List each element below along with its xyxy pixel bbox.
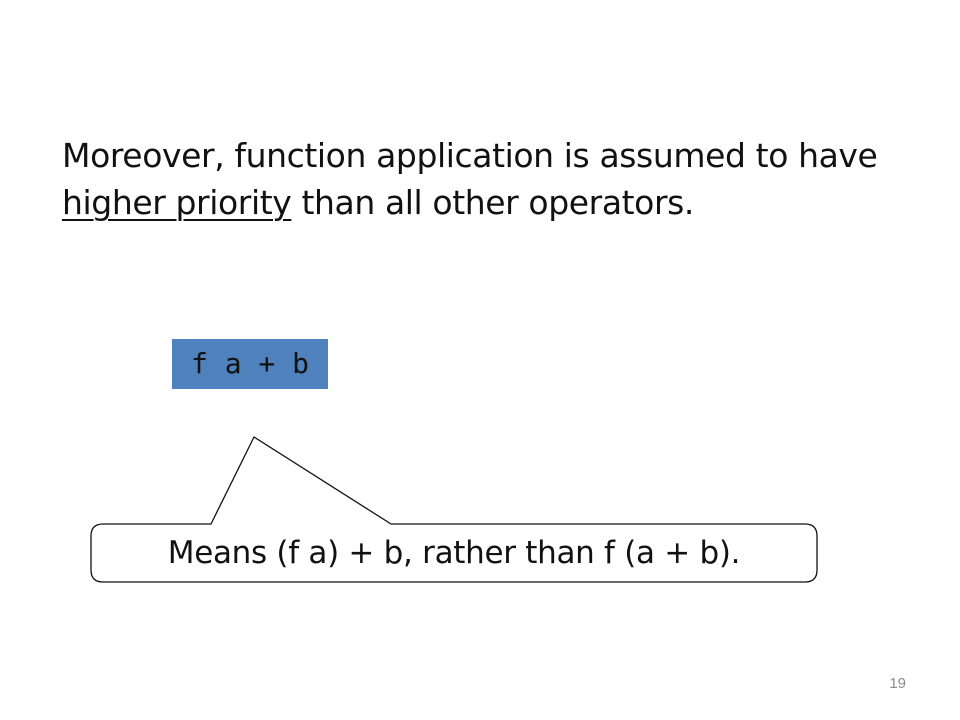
intro-text-end: than all other operators. xyxy=(291,183,695,222)
intro-text-start: Moreover, function application is assume… xyxy=(62,136,878,175)
callout-text: Means (f a) + b, rather than f (a + b). xyxy=(167,535,741,571)
code-expression: f a + b xyxy=(172,339,328,389)
callout-bubble xyxy=(90,436,818,583)
intro-text: Moreover, function application is assume… xyxy=(62,132,922,226)
emphasized-phrase: higher priority xyxy=(62,183,292,222)
page-number: 19 xyxy=(889,675,906,692)
